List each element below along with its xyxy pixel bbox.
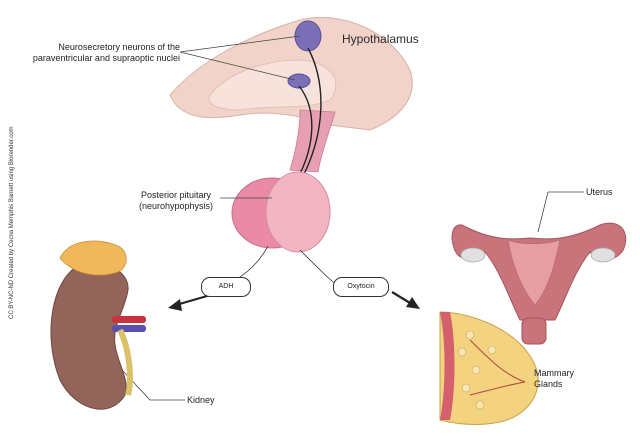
- paraventricular-nucleus: [287, 73, 311, 89]
- pituitary-label-line1: Posterior pituitary: [140, 190, 212, 200]
- neurons-label-line1: Neurosecretory neurons of the: [58, 42, 180, 52]
- oxytocin-badge: Oxytocin: [333, 277, 389, 297]
- arrow-to-breast: [391, 291, 420, 309]
- adh-badge: ADH: [201, 277, 251, 297]
- hypothalamus-label: Hypothalamus: [342, 32, 419, 46]
- breast-illustration: [439, 311, 539, 425]
- hypothalamus-region: [169, 16, 413, 173]
- kidney-illustration: [50, 240, 146, 410]
- pituitary-label-line2: (neurohypophysis): [138, 201, 214, 211]
- supraoptic-nucleus: [294, 20, 322, 52]
- mammary-label-line1: Mammary: [534, 368, 574, 378]
- neurons-label-line2: paraventricular and supraoptic nuclei: [32, 53, 180, 63]
- kidney-label: Kidney: [187, 395, 215, 405]
- credit-watermark: CC BY-NC-ND Created by Cecna Memphis Bar…: [9, 126, 15, 319]
- uterus-label: Uterus: [586, 187, 613, 197]
- leader-lines: [121, 35, 584, 401]
- posterior-pituitary: [231, 171, 331, 253]
- mammary-label-line2: Glands: [534, 379, 563, 389]
- uterus-illustration: [451, 222, 627, 345]
